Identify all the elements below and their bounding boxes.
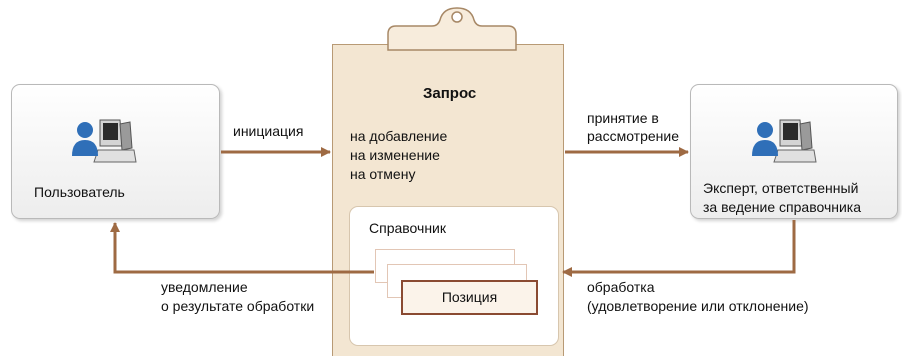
- expert-label-line2: за ведение справочника: [703, 199, 862, 215]
- arrow-processing-label-line1: обработка: [587, 279, 655, 295]
- user-label: Пользователь: [34, 184, 125, 200]
- arrow-acceptance-label-line1: принятие в: [587, 110, 659, 126]
- arrow-notification-label-line2: о результате обработки: [161, 298, 315, 314]
- arrow-processing-label-line2: (удовлетворение или отклонение): [587, 298, 809, 314]
- arrow-acceptance-label-line2: рассмотрение: [587, 128, 679, 144]
- clipboard-clip-icon: [387, 7, 517, 51]
- directory-item-label: Позиция: [441, 289, 498, 305]
- directory-title: Справочник: [369, 220, 446, 236]
- arrow-initiation-label: инициация: [233, 123, 304, 139]
- arrow-notification: [110, 222, 374, 274]
- expert-label-line1: Эксперт, ответственный: [703, 180, 859, 196]
- arrow-processing: [562, 220, 796, 277]
- user-computer-icon: [752, 119, 817, 163]
- request-type-cancel: на отмену: [350, 166, 416, 182]
- arrow-notification-label-line1: уведомление: [161, 279, 248, 295]
- user-computer-icon: [72, 119, 137, 163]
- request-type-change: на изменение: [350, 147, 440, 163]
- request-title: Запрос: [423, 85, 477, 102]
- request-type-add: на добавление: [350, 128, 448, 144]
- directory-item-card: [401, 280, 538, 315]
